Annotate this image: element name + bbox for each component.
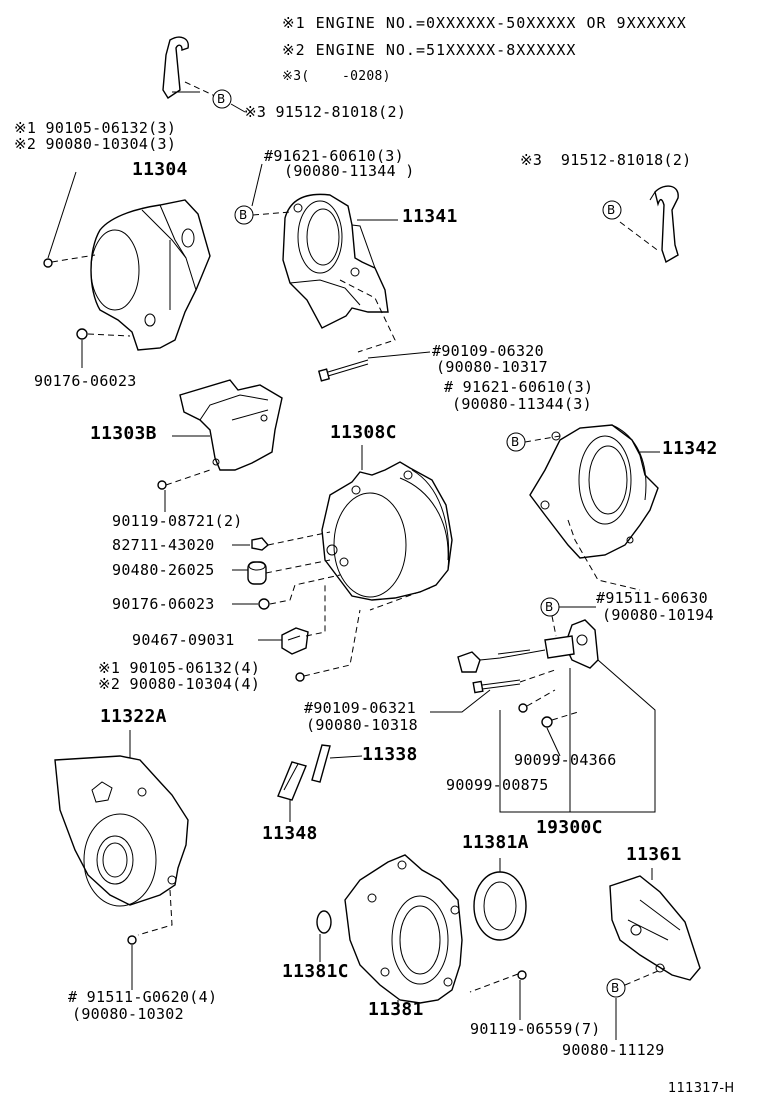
label-bolt-361: 90080-11129	[562, 1041, 665, 1059]
label-bolt-308-1: ※1 90105-06132(4)	[98, 659, 261, 677]
svg-text:B: B	[545, 600, 553, 614]
svg-text:B: B	[239, 208, 247, 222]
svg-text:B: B	[607, 203, 615, 217]
case-11381	[344, 854, 463, 1010]
oring-11381C	[316, 910, 332, 962]
label-bolt-low-1: #90109-06321	[304, 699, 416, 717]
label-clip: 82711-43020	[112, 536, 215, 554]
label-bolt-341-2: (90080-11344 )	[284, 162, 415, 180]
bolt-90109-06320	[317, 351, 431, 382]
part-11348: 11348	[262, 823, 318, 844]
bolt-308-lower	[295, 609, 361, 682]
label-right-bracket: ※3 91512-81018(2)	[520, 151, 692, 169]
bolt-322	[127, 935, 137, 990]
part-11341: 11341	[402, 206, 458, 227]
seal-plate-11341	[282, 193, 396, 353]
svg-text:B: B	[511, 435, 519, 449]
ref-b-11361: B	[606, 967, 666, 1040]
ref-b-11342: B	[506, 432, 561, 452]
label-bolt-322-1: # 91511-G0620(4)	[68, 988, 218, 1006]
part-11304: 11304	[132, 159, 188, 180]
washer-90176-mid	[232, 574, 341, 610]
label-bolt-mid-2: (90080-10317	[436, 358, 548, 376]
washer-304-lower	[76, 328, 131, 368]
clip-82711	[232, 531, 331, 551]
clamp-90467	[258, 585, 326, 655]
part-11308C: 11308C	[330, 422, 397, 443]
svg-text:B: B	[611, 981, 619, 995]
part-11342: 11342	[662, 438, 718, 459]
ref-b-11341: B	[234, 163, 291, 225]
label-screw-a: 90099-04366	[514, 751, 617, 769]
label-bolt-342-1: # 91621-60610(3)	[444, 378, 594, 396]
cover-11303B	[172, 379, 283, 471]
label-bolt-303b: 90119-08721(2)	[112, 512, 243, 530]
label-washer-top: 90176-06023	[34, 372, 137, 390]
figure-id: 111317-H	[668, 1081, 735, 1096]
bolt-304-upper	[43, 171, 96, 268]
cover-11322A	[54, 730, 189, 936]
note-1: ※1 ENGINE NO.=0XXXXXX-50XXXXX OR 9XXXXXX	[282, 14, 687, 32]
part-11338: 11338	[362, 744, 418, 765]
label-bolt-304-1: ※1 90105-06132(3)	[14, 119, 177, 137]
guide-11338	[311, 744, 363, 783]
label-bolt-322-2: (90080-10302	[72, 1005, 184, 1023]
label-bolt-sensor-1: #91511-60630	[596, 589, 708, 607]
note-2: ※2 ENGINE NO.=51XXXXX-8XXXXXX	[282, 41, 577, 59]
part-19300C: 19300C	[536, 817, 603, 838]
label-bolt-308-2: ※2 90080-10304(4)	[98, 675, 261, 693]
label-bushing: 90480-26025	[112, 561, 215, 579]
label-clamp: 90467-09031	[132, 631, 235, 649]
screws-90099	[518, 689, 579, 757]
part-11381A: 11381A	[462, 832, 529, 853]
right-hook-bracket	[619, 185, 679, 264]
bolt-303b	[157, 469, 211, 512]
ref-b-top: B	[212, 89, 246, 113]
label-bolt-low-2: (90080-10318	[306, 716, 418, 734]
seal-plate-11342	[529, 424, 660, 591]
svg-text:B: B	[217, 92, 225, 106]
part-11381C: 11381C	[282, 961, 349, 982]
label-bolt-342-2: (90080-11344(3)	[452, 395, 592, 413]
label-bolt-304-2: ※2 90080-10304(3)	[14, 135, 177, 153]
note-3: ※3( -0208)	[282, 69, 391, 84]
part-11322A: 11322A	[100, 706, 167, 727]
oil-seal-11381A	[473, 858, 527, 941]
plate-11361	[609, 868, 701, 981]
part-11381: 11381	[368, 999, 424, 1020]
label-washer-mid: 90176-06023	[112, 595, 215, 613]
sensor-19300C	[457, 619, 656, 813]
label-screw-b: 90099-00875	[446, 776, 549, 794]
label-bolt-341-1: #91621-60610(3)	[264, 147, 404, 165]
part-11361: 11361	[626, 844, 682, 865]
ref-b-sensor: B	[540, 597, 596, 637]
label-bolt-mid-1: #90109-06320	[432, 342, 544, 360]
guide-11348	[277, 761, 307, 822]
timing-cover-11304	[90, 199, 211, 351]
label-bolt-381: 90119-06559(7)	[470, 1020, 601, 1038]
ref-b-right: B	[602, 200, 622, 220]
bushing-90480	[232, 559, 331, 585]
label-top-bracket: ※3 91512-81018(2)	[244, 103, 407, 121]
cover-11308C	[321, 445, 453, 611]
part-11303B: 11303B	[90, 423, 157, 444]
bolt-sensor-lower	[430, 669, 556, 713]
top-hook-bracket	[162, 36, 216, 99]
label-bolt-sensor-2: (90080-10194	[602, 606, 714, 624]
bolt-381	[469, 970, 527, 1020]
